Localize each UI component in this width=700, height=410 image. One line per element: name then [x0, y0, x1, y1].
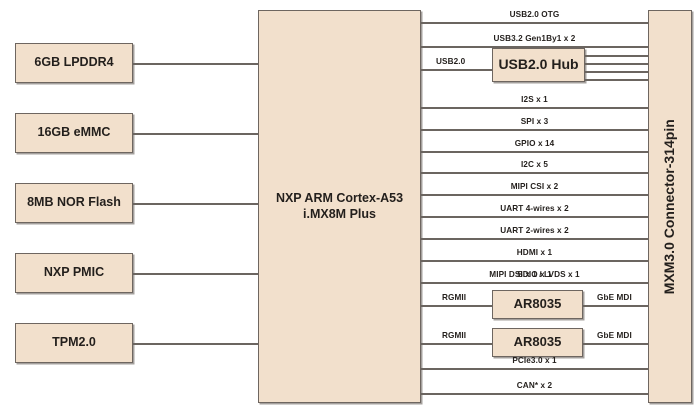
block-ar8035-phy-2: AR8035 [492, 328, 583, 357]
wire-phy1-to-connector [583, 305, 648, 307]
wire-sdio-main [421, 282, 648, 284]
wire-usb20-otg [421, 22, 648, 24]
wire-usb-hub-port-1 [585, 55, 648, 57]
wire-spi [421, 129, 648, 131]
wire-can [421, 393, 648, 395]
block-ar8035-phy-1: AR8035 [492, 290, 583, 319]
signal-label-pcie: PCIe3.0 x 1 [512, 356, 557, 365]
wire-soc-to-phy1 [421, 305, 492, 307]
signal-label-mipi-csi: MIPI CSI x 2 [510, 182, 559, 191]
block-tpm20: TPM2.0 [15, 323, 133, 363]
signal-label-mipi-dsi-lvds: MIPI DSI x 1 / LVDS x 1 [489, 270, 580, 279]
wire-pcie [421, 368, 648, 370]
block-label: 6GB LPDDR4 [34, 55, 114, 70]
block-usb20-hub: USB2.0 Hub [492, 48, 585, 82]
wire-usb-hub-port-4 [585, 79, 648, 81]
block-label: NXP PMIC [43, 265, 105, 280]
signal-label-i2c: I2C x 5 [520, 160, 549, 169]
soc-label-line1: NXP ARM Cortex-A53 [275, 190, 404, 205]
wire-usb-hub-port-2 [585, 63, 648, 65]
wire-hdmi [421, 260, 648, 262]
signal-label-usb20: USB2.0 [436, 57, 466, 66]
signal-label-hdmi: HDMI x 1 [516, 248, 553, 257]
wire-usb32-gen1by1 [421, 46, 648, 48]
wire-uart-4wires [421, 216, 648, 218]
phy-label: AR8035 [513, 334, 562, 350]
wire-phy2-to-connector [583, 343, 648, 345]
wire-gpio [421, 151, 648, 153]
signal-label-usb20-otg: USB2.0 OTG [509, 10, 560, 19]
wire-usb-hub-port-3 [585, 71, 648, 73]
wire-norflash-to-soc [133, 203, 259, 205]
signal-label-gpio: GPIO x 14 [514, 139, 555, 148]
wire-uart-2wires [421, 238, 648, 240]
signal-label-i2s: I2S x 1 [521, 95, 548, 104]
wire-emmc-to-soc [133, 133, 259, 135]
wire-lpddr4-to-soc [133, 63, 259, 65]
wire-pmic-to-soc [133, 273, 259, 275]
wire-tpm-to-soc [133, 343, 259, 345]
signal-label-uart-4wires: UART 4-wires x 2 [500, 204, 569, 213]
block-soc-imx8m-plus: NXP ARM Cortex-A53 i.MX8M Plus [258, 10, 421, 403]
wire-i2c [421, 172, 648, 174]
block-label: 16GB eMMC [37, 125, 111, 140]
signal-label-gbe-mdi-2: GbE MDI [597, 331, 632, 340]
block-16gb-emmc: 16GB eMMC [15, 113, 133, 153]
wire-soc-to-usb-hub [421, 69, 492, 71]
block-nxp-pmic: NXP PMIC [15, 253, 133, 293]
signal-label-sdio: SDIO x 1 [517, 270, 552, 279]
block-label: TPM2.0 [52, 335, 96, 350]
block-mxm30-connector: MXM3.0 Connector-314pin [648, 10, 692, 403]
wire-mipi-csi [421, 194, 648, 196]
wire-i2s [421, 107, 648, 109]
signal-label-gbe-mdi-1: GbE MDI [597, 293, 632, 302]
signal-label-spi: SPI x 3 [520, 117, 549, 126]
signal-label-can: CAN* x 2 [516, 381, 553, 390]
connector-label: MXM3.0 Connector-314pin [661, 118, 678, 295]
signal-label-rgmii-1: RGMII [442, 293, 467, 302]
signal-label-uart-2wires: UART 2-wires x 2 [500, 226, 569, 235]
phy-label: AR8035 [513, 296, 562, 312]
signal-label-usb32-gen1by1: USB3.2 Gen1By1 x 2 [493, 34, 576, 43]
block-6gb-lpddr4: 6GB LPDDR4 [15, 43, 133, 83]
block-label: 8MB NOR Flash [27, 195, 121, 210]
block-8mb-nor-flash: 8MB NOR Flash [15, 183, 133, 223]
usb-hub-label: USB2.0 Hub [498, 56, 579, 73]
soc-label-line2: i.MX8M Plus [303, 206, 376, 221]
wire-soc-to-phy2 [421, 343, 492, 345]
signal-label-rgmii-2: RGMII [442, 331, 467, 340]
